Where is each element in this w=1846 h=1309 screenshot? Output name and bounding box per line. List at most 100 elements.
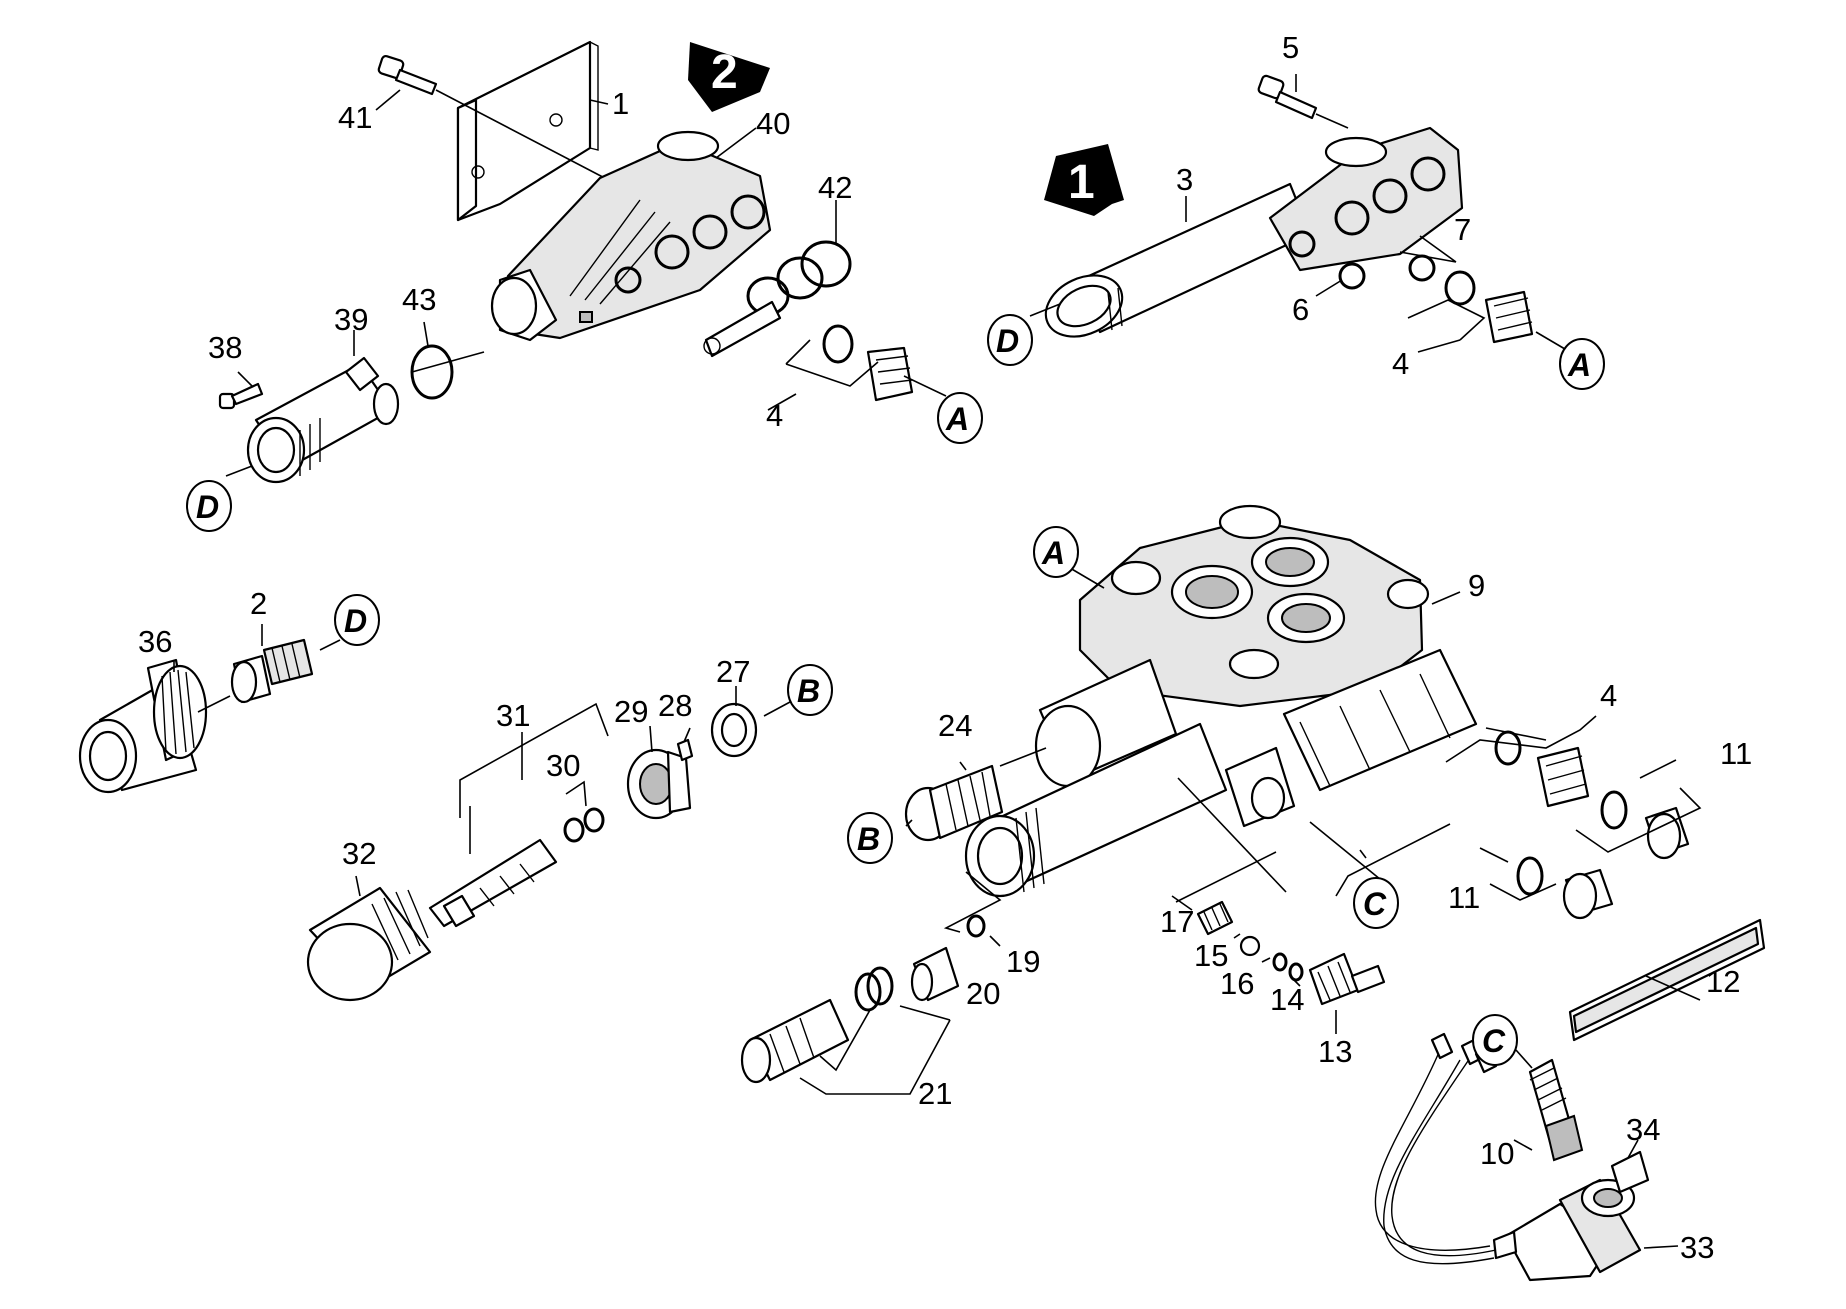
svg-text:A: A (1041, 535, 1065, 571)
fitting-39-part (246, 356, 400, 484)
marker-d-top-left: D (186, 480, 232, 532)
knob-32-part (306, 886, 432, 1002)
pump-head-40-part (490, 130, 772, 342)
svg-text:D: D (996, 323, 1019, 359)
part-number-labels: 41 1 40 42 43 39 38 4 5 3 7 6 4 2 36 9 3… (138, 30, 1752, 1265)
assembly-2-leaders (225, 89, 947, 477)
pressure-switch-group (1374, 1032, 1679, 1282)
clip-34-part (1610, 1150, 1650, 1194)
label-15: 15 (1194, 938, 1228, 973)
label-40: 40 (756, 106, 790, 141)
screw-5-part (1257, 74, 1349, 129)
inlet-group (78, 624, 341, 794)
marker-d-inlet: D (334, 594, 380, 646)
label-38: 38 (208, 330, 242, 365)
cable-part (1374, 1032, 1498, 1265)
label-34: 34 (1626, 1112, 1660, 1147)
marker-b-unloader: B (787, 664, 833, 716)
o-ring-30b-part (583, 807, 605, 833)
marker-c-manifold: C (1353, 877, 1399, 929)
nozzle-13-part (1308, 952, 1386, 1006)
label-6: 6 (1292, 292, 1309, 327)
label-13: 13 (1318, 1034, 1352, 1069)
label-5: 5 (1282, 30, 1299, 65)
o-ring-4-right-part (1444, 270, 1476, 306)
ball-15-part (1239, 935, 1261, 957)
switch-33-part (1492, 1178, 1642, 1282)
label-20: 20 (966, 976, 1000, 1011)
screw-41-part (377, 54, 621, 187)
label-30: 30 (546, 748, 580, 783)
coupling-36-part (78, 658, 208, 794)
o-ring-14-part (1288, 962, 1304, 982)
screw-38-part (218, 382, 264, 410)
label-4b: 4 (1392, 346, 1409, 381)
plug-11b-part (1562, 868, 1614, 920)
svg-text:A: A (1567, 347, 1591, 383)
svg-text:D: D (344, 603, 367, 639)
label-2: 2 (250, 586, 267, 621)
label-27: 27 (716, 654, 750, 689)
label-17: 17 (1160, 904, 1194, 939)
label-4c: 4 (1600, 678, 1617, 713)
plug-11a-part (1644, 806, 1690, 860)
unloader-leaders (355, 686, 791, 897)
label-42: 42 (818, 170, 852, 205)
svg-text:B: B (797, 673, 820, 709)
o-ring-16-part (1272, 952, 1288, 972)
label-9: 9 (1468, 568, 1485, 603)
marker-d-top-right: D (987, 314, 1033, 366)
label-32: 32 (342, 836, 376, 871)
marker-a-manifold: A (1033, 526, 1079, 578)
o-ring-7-part (1408, 254, 1436, 282)
label-24: 24 (938, 708, 972, 743)
ring-27-part (710, 702, 758, 758)
assembly-1-number: 1 (1068, 156, 1095, 209)
pressure-switch-leaders (1513, 1049, 1679, 1249)
label-16: 16 (1220, 966, 1254, 1001)
svg-text:B: B (857, 821, 880, 857)
valve-24-part (904, 764, 1004, 842)
label-33: 33 (1680, 1230, 1714, 1265)
switch-10-part (1528, 1058, 1584, 1162)
label-36: 36 (138, 624, 172, 659)
o-ring-43-part (410, 344, 454, 400)
o-ring-19-part (966, 914, 986, 938)
assembly-2-badge: 2 (688, 42, 770, 112)
main-pump-leaders (799, 567, 1702, 1095)
label-19: 19 (1006, 944, 1040, 979)
svg-text:A: A (945, 401, 969, 437)
plate-12-part (1568, 918, 1766, 1042)
svg-text:C: C (1363, 886, 1387, 922)
svg-text:D: D (196, 489, 219, 525)
filter-2-part (230, 638, 314, 704)
label-10: 10 (1480, 1136, 1514, 1171)
valve-4-left-part (822, 324, 914, 402)
o-ring-30a-part (563, 817, 585, 843)
label-41: 41 (338, 100, 372, 135)
unloader-group (306, 686, 791, 1002)
assembly-1-group: 1 (1029, 74, 1571, 353)
label-3: 3 (1176, 162, 1193, 197)
label-29: 29 (614, 694, 648, 729)
label-39: 39 (334, 302, 368, 337)
label-11a: 11 (1720, 736, 1752, 771)
label-1: 1 (612, 86, 629, 121)
label-7: 7 (1454, 212, 1471, 247)
valve-4-main-part (1536, 746, 1590, 808)
label-21: 21 (918, 1076, 952, 1111)
label-28: 28 (658, 688, 692, 723)
valve-20-part (910, 946, 960, 1002)
assembly-2-number: 2 (711, 46, 738, 99)
main-pump-group (740, 504, 1766, 1095)
gasket-42-part (703, 240, 852, 358)
marker-a-top-right: A (1559, 338, 1605, 390)
o-ring-6-part (1338, 262, 1366, 290)
label-14: 14 (1270, 982, 1304, 1017)
valve-4-right-part (1484, 290, 1534, 344)
label-31: 31 (496, 698, 530, 733)
o-ring-4-main-part (1494, 730, 1522, 766)
label-4a: 4 (766, 398, 783, 433)
seat-29-part (626, 748, 692, 820)
